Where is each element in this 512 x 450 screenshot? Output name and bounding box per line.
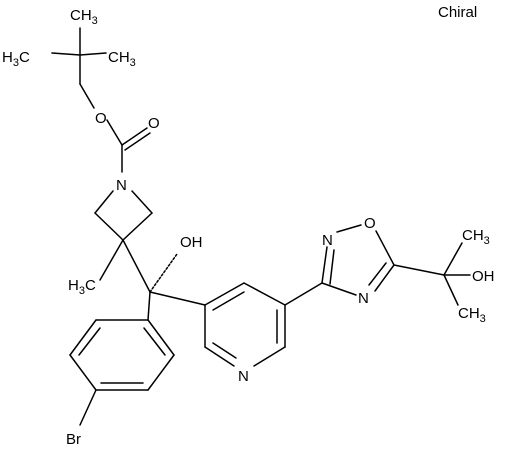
bond-ox-5	[321, 282, 357, 296]
bond-ox-2	[336, 224, 362, 233]
ester-oxygen-label: O	[95, 110, 107, 127]
bond-c-o-double-b	[124, 132, 151, 151]
bond-py-inner-1	[212, 291, 245, 311]
bond-side-ch3-bottom	[443, 274, 459, 306]
bond-ox-4	[374, 264, 395, 292]
oxadiazole-n-bottom-label: N	[358, 290, 369, 307]
bond-c-methyl	[99, 239, 124, 281]
bond-c-ch2-right	[122, 212, 153, 241]
bond-o-carbonyl-c	[106, 119, 123, 146]
bond-py-4	[253, 346, 286, 367]
bond-ox-1b	[329, 249, 335, 285]
bond-ox-1	[321, 246, 328, 284]
tbu-left-methyl-label: H3C	[2, 49, 30, 69]
bond-ph-2	[69, 319, 97, 356]
atom-labels: Chiral H3C CH3 CH3 O O N H3C OH N N O N …	[2, 4, 495, 448]
tbu-right-methyl-label: CH3	[108, 49, 136, 69]
chiral-flag: Chiral	[438, 4, 477, 21]
bond-ph-inner-3	[143, 327, 166, 356]
side-methyl-bottom-label: CH3	[458, 305, 486, 325]
bond-py-oxadiazole	[284, 282, 323, 306]
bond-side-ch3-top	[443, 242, 463, 276]
oxadiazole-n-top-label: N	[322, 232, 333, 249]
azetidine-nitrogen-label: N	[116, 177, 127, 194]
bond-ph-3	[69, 354, 97, 391]
bond-ph-inner-1	[78, 327, 101, 356]
bond-py-1	[204, 282, 245, 306]
side-hydroxyl-label: OH	[472, 268, 495, 285]
bond-ph-br	[79, 389, 97, 426]
bromine-label: Br	[66, 431, 81, 448]
bond-tbu-right	[79, 52, 107, 56]
carbonyl-oxygen-label: O	[148, 115, 160, 132]
bond-c-o-ester	[79, 83, 95, 109]
bond-py-2	[243, 282, 286, 306]
bond-tbu-left	[51, 52, 81, 56]
bond-central-oh-a	[149, 253, 178, 293]
bonds	[51, 27, 471, 426]
bond-py-inner-3	[212, 342, 237, 359]
bond-ch2-right-n	[131, 190, 153, 214]
bond-central-aryl	[147, 291, 151, 321]
oxadiazole-oxygen-label: O	[364, 215, 376, 232]
pyridine-nitrogen-label: N	[238, 368, 249, 385]
bond-ch2-left-c	[94, 212, 124, 241]
bond-n-ch2-left	[94, 190, 114, 214]
bond-ox-4b	[368, 262, 387, 286]
methyl-label: H3C	[68, 277, 96, 297]
bond-c-central	[122, 239, 151, 293]
central-hydroxyl-label: OH	[180, 234, 203, 251]
bond-ph-6	[147, 319, 175, 356]
bond-central-pyridine	[149, 291, 206, 306]
bond-ox-side	[393, 264, 445, 276]
tbu-top-methyl-label: CH3	[70, 7, 98, 27]
bond-c-o-double-a	[121, 127, 148, 146]
bond-py-5	[204, 346, 235, 367]
bond-ph-5	[147, 354, 175, 391]
bond-ox-3	[375, 230, 395, 266]
side-methyl-top-label: CH3	[462, 227, 490, 247]
